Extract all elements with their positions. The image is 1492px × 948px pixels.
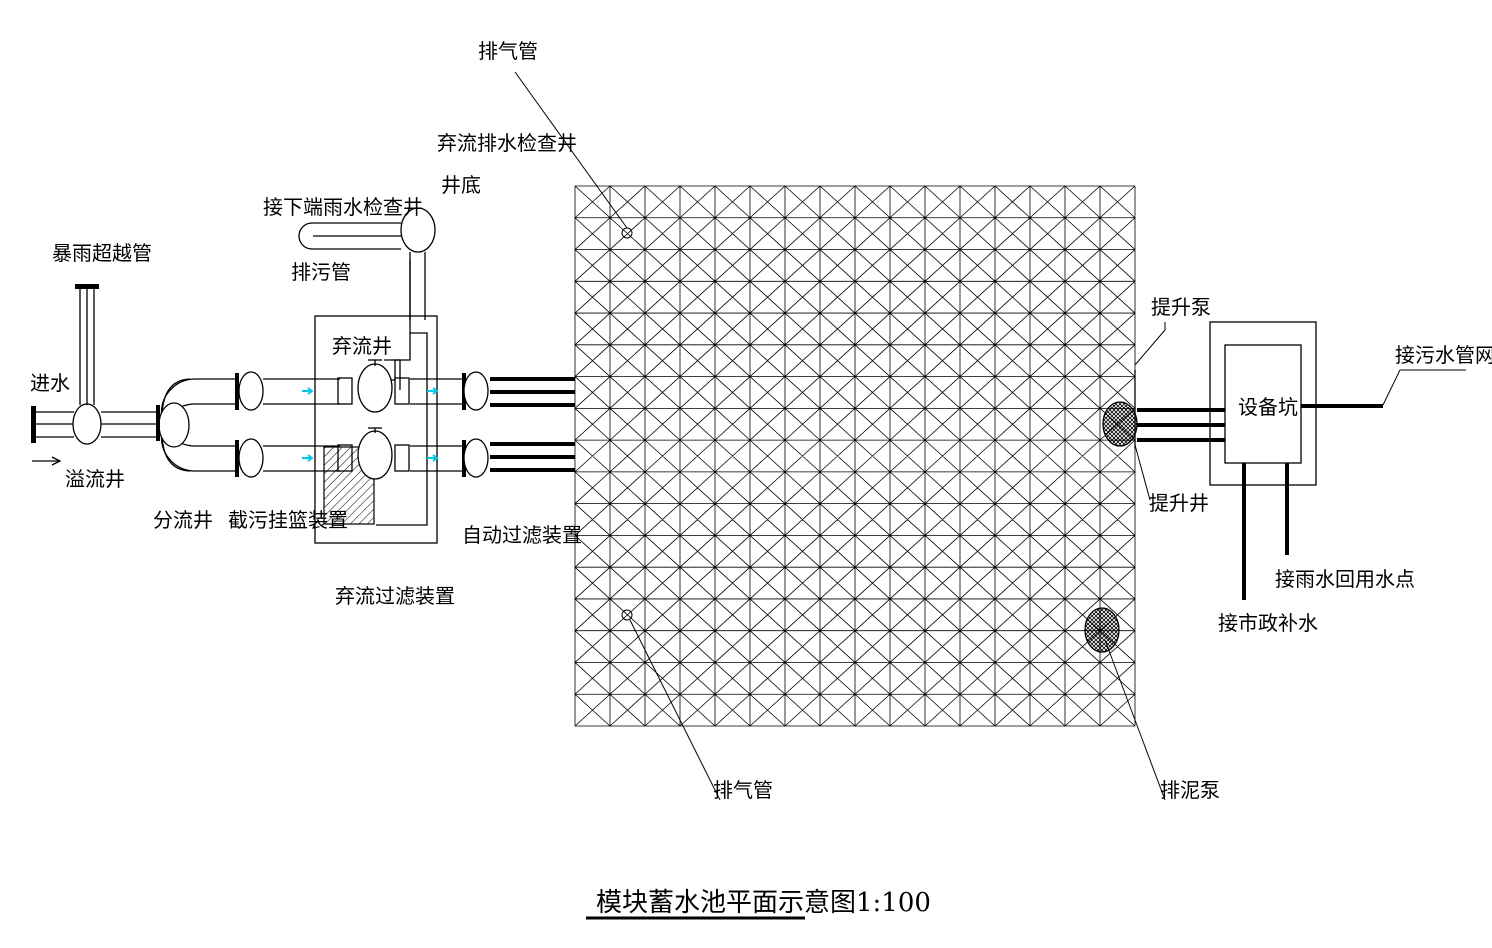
- label-connect-sewer-network: 接污水管网: [1395, 343, 1492, 367]
- label-sludge-pump: 排泥泵: [1160, 778, 1220, 802]
- tank-inlet-pipes: [490, 377, 575, 472]
- label-vent-pipe-top: 排气管: [478, 39, 538, 63]
- diversion-well: [156, 378, 239, 472]
- label-storm-overflow-pipe: 暴雨超越管: [52, 241, 152, 265]
- label-lift-well: 提升井: [1149, 491, 1209, 515]
- label-equipment-pit: 设备坑: [1238, 395, 1298, 419]
- label-vent-pipe-bottom: 排气管: [713, 778, 773, 802]
- drawing-title: 模块蓄水池平面示意图1:100: [596, 888, 931, 918]
- equipment-pit: [1137, 321, 1383, 600]
- label-basket-device: 截污挂篮装置: [228, 508, 348, 532]
- label-lift-pump: 提升泵: [1151, 295, 1211, 319]
- label-diversion-well: 分流井: [153, 508, 213, 532]
- lift-well: [1102, 370, 1138, 448]
- leader-lines: [514, 71, 1466, 801]
- label-discard-inspection-well: 弃流排水检查井: [437, 131, 577, 155]
- label-auto-filter-device: 自动过滤装置: [462, 523, 582, 547]
- discard-filter-box: [314, 260, 438, 544]
- label-discard-well: 弃流井: [332, 334, 392, 358]
- label-sewage-pipe: 排污管: [291, 260, 351, 284]
- label-connect-downstream-rain-well: 接下端雨水检查井: [263, 195, 423, 219]
- discard-inspection-well: [298, 207, 436, 320]
- label-well-bottom: 井底: [441, 173, 481, 197]
- label-connect-rain-reuse: 接雨水回用水点: [1275, 567, 1415, 591]
- label-discard-filter-device: 弃流过滤装置: [335, 584, 455, 608]
- storage-module-grid: [574, 185, 1136, 727]
- module-grid-lines: [574, 185, 1136, 727]
- label-connect-municipal-water: 接市政补水: [1218, 611, 1318, 635]
- label-inlet: 进水: [30, 371, 70, 395]
- main-pipes: [263, 378, 465, 472]
- inline-valves: [235, 371, 489, 478]
- label-overflow-well: 溢流井: [65, 467, 125, 491]
- sludge-pump: [1084, 607, 1120, 653]
- vent-bottom-marker: [621, 609, 633, 621]
- inlet-overflow: [31, 284, 156, 466]
